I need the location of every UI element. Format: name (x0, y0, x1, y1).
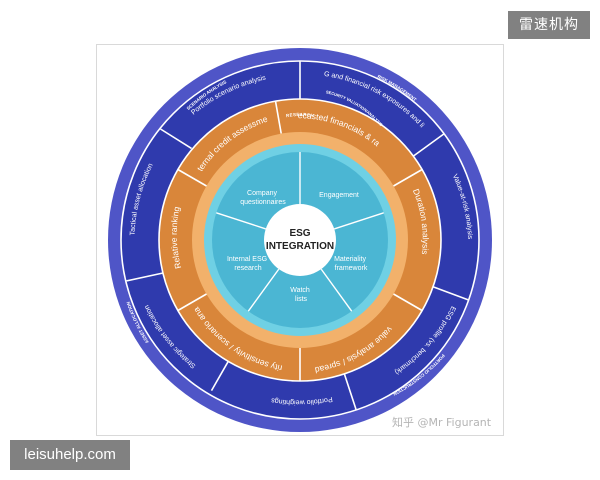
outer-segment-portfolio-weightings: Portfolio weightings (270, 395, 333, 405)
esg-integration-wheel: ESG INTEGRATION RESEARCH Company questio… (100, 48, 492, 432)
credit-watermark: 知乎 @Mr Figurant (392, 416, 492, 429)
center-circle (264, 204, 336, 276)
inner-segment-engagement: Engagement (319, 192, 359, 199)
inner-band-label: RESEARCH (286, 112, 315, 118)
svg-text:RESEARCH: RESEARCH (286, 112, 315, 118)
watermark-badge-bottom: leisuhelp.com (10, 440, 130, 470)
svg-text:Portfolio weightings: Portfolio weightings (270, 395, 333, 405)
center-title-line2: INTEGRATION (266, 241, 334, 252)
inner-dividers (216, 152, 384, 312)
inner-segment-internal-esg-research: Internal ESG research (227, 256, 269, 272)
inner-segment-watch-lists: Watch lists (290, 287, 312, 303)
outer-dividers (126, 61, 469, 410)
inner-segment-company-questionnaires: Company questionnaires (240, 190, 286, 206)
watermark-badge-top: 雷速机构 (508, 11, 590, 39)
center-title-line1: ESG (289, 228, 310, 239)
middle-dividers (177, 100, 423, 381)
inner-segment-materiality-framework: Materiality framework (334, 256, 368, 272)
